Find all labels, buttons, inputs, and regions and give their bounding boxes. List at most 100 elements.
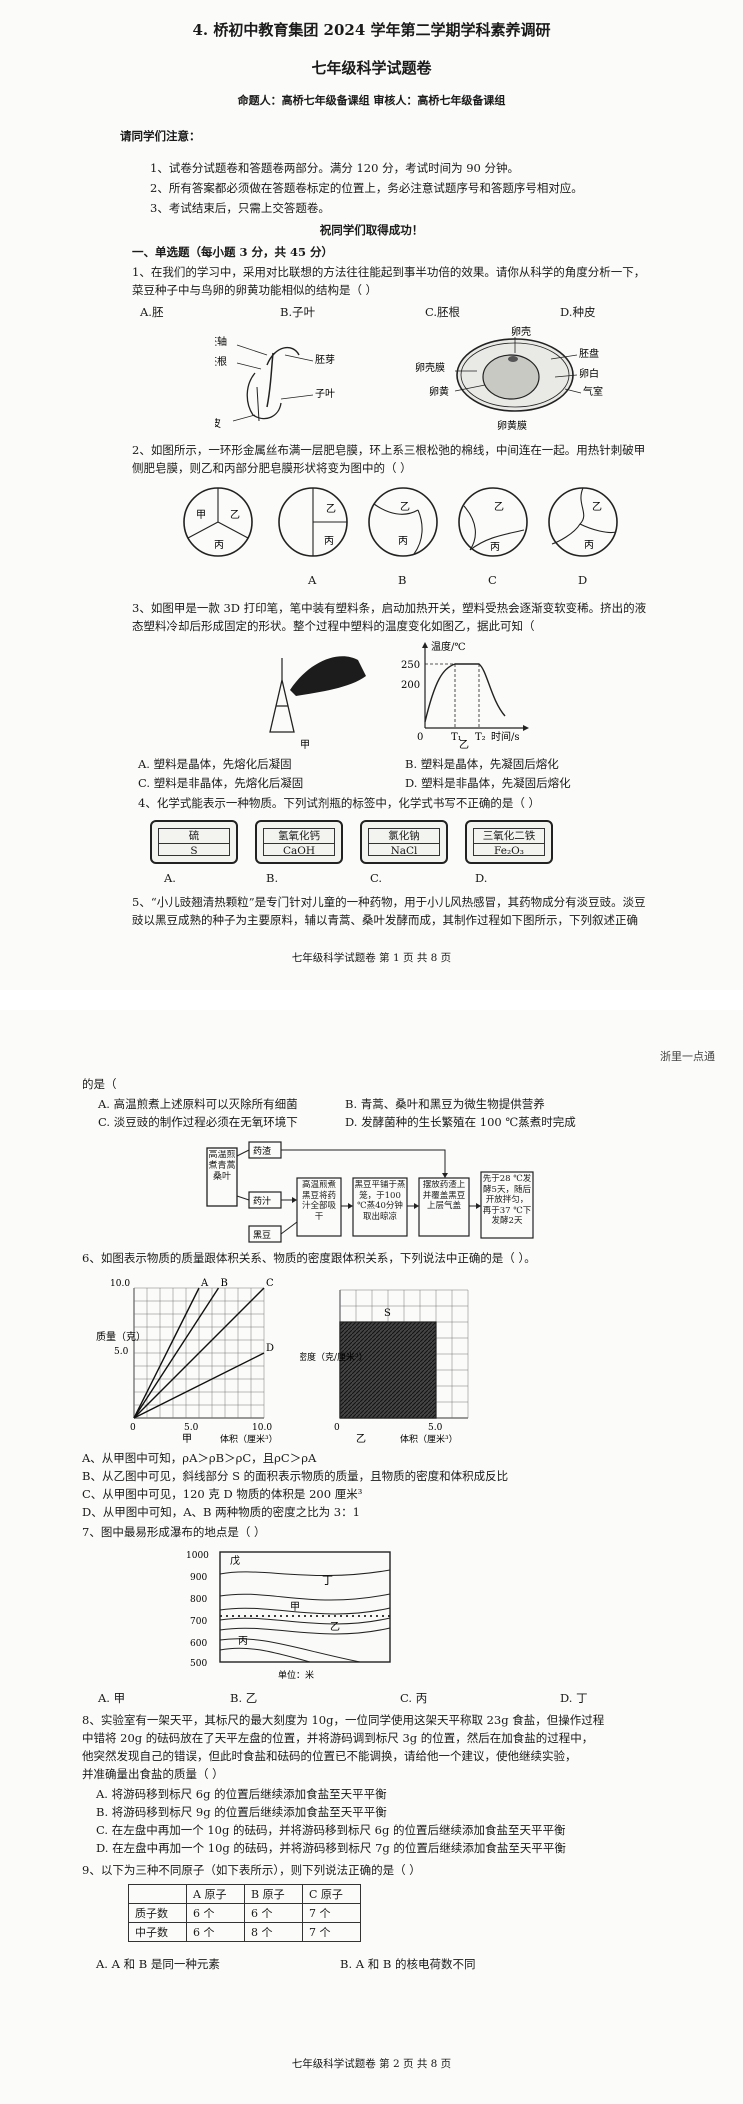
q5-stem: 5、“小儿豉翘清热颗粒”是专门针对儿童的一种药物，用于小儿风热感冒，其药物成分有… — [132, 895, 646, 909]
q4-option-c[interactable]: C. — [370, 871, 383, 885]
egg-label: 气室 — [583, 385, 603, 398]
q8-option-b[interactable]: B. 将游码移到标尺 9g 的位置后继续添加食盐至天平平衡 — [96, 1805, 387, 1819]
q1-option-c[interactable]: C.胚根 — [425, 305, 461, 319]
q2-option-b-figure[interactable]: 乙丙 — [368, 487, 438, 557]
q7-option-d[interactable]: D. 丁 — [560, 1691, 588, 1705]
svg-text:丙: 丙 — [584, 540, 594, 551]
flow-boil: 高温煎煮青蒿桑叶 — [208, 1150, 236, 1182]
q2-option-d[interactable]: D — [578, 573, 588, 587]
svg-text:丙: 丙 — [324, 536, 334, 547]
q8-stem: 并准确量出食盐的质量（ ） — [82, 1767, 224, 1781]
y-tick: 500 — [190, 1659, 207, 1669]
q3-option-b[interactable]: B. 塑料是晶体，先凝固后熔化 — [405, 757, 559, 771]
q1-option-b[interactable]: B.子叶 — [280, 305, 316, 319]
flow-step3: 摆放药渣上并覆盖黑豆上层气盖 — [422, 1180, 466, 1211]
q3-option-a[interactable]: A. 塑料是晶体，先熔化后凝固 — [138, 757, 292, 771]
section-title: 一、单选题（每小题 3 分，共 45 分） — [132, 245, 334, 259]
egg-label: 卵白 — [579, 367, 599, 380]
svg-text:丙: 丙 — [398, 536, 408, 547]
egg-label: 卵黄 — [429, 385, 449, 398]
q3-option-c[interactable]: C. 塑料是非晶体，先熔化后凝固 — [138, 776, 304, 790]
place-label: 丁 — [322, 1574, 333, 1587]
q6-option-d[interactable]: D、从甲图中可知，A、B 两种物质的密度之比为 3：1 — [82, 1505, 360, 1519]
chart-x-tick: 10.0 — [252, 1423, 272, 1433]
q2-stem: 2、如图所示，一环形金属丝布满一层肥皂膜，环上系三根松弛的棉线，中间连在一起。用… — [132, 443, 646, 457]
q9-option-b[interactable]: B. A 和 B 的核电荷数不同 — [340, 1957, 476, 1971]
q2-option-b[interactable]: B — [398, 573, 407, 587]
q2-option-c[interactable]: C — [488, 573, 497, 587]
graph-x-tick: T₂ — [475, 732, 486, 743]
svg-text:乙: 乙 — [592, 501, 602, 513]
graph-x-tick: 0 — [417, 732, 423, 743]
seed-label: 种皮 — [215, 417, 221, 430]
q2-option-d-figure[interactable]: 乙丙 — [548, 487, 618, 557]
q1-stem: 菜豆种子中与鸟卵的卵黄功能相似的结构是（ ） — [132, 283, 378, 297]
place-label: 丙 — [238, 1636, 248, 1647]
q2-option-a-figure[interactable]: 乙丙 — [278, 487, 348, 557]
q8-option-d[interactable]: D. 在左盘中再加一个 10g 的砝码，并将游码移到标尺 7g 的位置后继续添加… — [96, 1841, 566, 1855]
q7-option-a[interactable]: A. 甲 — [98, 1691, 126, 1705]
q8-option-c[interactable]: C. 在左盘中再加一个 10g 的砝码，并将游码移到标尺 6g 的位置后继续添加… — [96, 1823, 566, 1837]
q8-stem: 中错将 20g 的砝码放在了天平左盘的位置，并将游码调到标尺 3g 的位置，然后… — [82, 1731, 594, 1745]
map-caption: 单位：米 — [278, 1669, 314, 1681]
notice-item: 3、考试结束后，只需上交答题卷。 — [150, 201, 330, 215]
y-tick: 600 — [190, 1639, 207, 1649]
exam-title: 七年级科学试题卷 — [311, 59, 432, 77]
flow-step1: 高温煎煮黑豆将药汁全部吸干 — [301, 1180, 336, 1222]
reagent-formula: Fe₂O₃ — [494, 845, 524, 857]
q2-option-c-figure[interactable]: 乙丙 — [458, 487, 528, 557]
flow-blackbean: 黑豆 — [253, 1230, 271, 1241]
q2-option-a[interactable]: A — [308, 573, 317, 587]
q6-option-a[interactable]: A、从甲图中可知，ρA＞ρB＞ρC，且ρC＞ρA — [82, 1451, 317, 1465]
chart-caption: 乙 — [356, 1433, 366, 1445]
svg-text:乙: 乙 — [400, 501, 410, 513]
table-cell: 7 个 — [302, 1922, 361, 1942]
chart-x-tick: 5.0 — [184, 1423, 199, 1433]
q5-option-b[interactable]: B. 青蒿、桑叶和黑豆为微生物提供营养 — [345, 1097, 545, 1111]
reagent-name: 氢氧化钙 — [264, 829, 334, 844]
reagent-name: 三氧化二铁 — [474, 829, 544, 844]
series-line-B — [133, 1287, 220, 1419]
chart-x-tick: 0 — [334, 1423, 340, 1433]
q4-option-a[interactable]: A. — [164, 871, 176, 885]
reagent-formula: CaOH — [282, 845, 316, 857]
q8-option-a[interactable]: A. 将游码移到标尺 6g 的位置后继续添加食盐至天平平衡 — [96, 1787, 387, 1801]
chart-y-title: 密度（克/厘米³） — [300, 1351, 368, 1363]
flow-residue: 药渣 — [253, 1145, 271, 1157]
q3-option-d[interactable]: D. 塑料是非晶体，先凝固后熔化 — [405, 776, 571, 790]
q4-option-b[interactable]: B. — [266, 871, 279, 885]
chart-x-tick: 5.0 — [428, 1423, 443, 1433]
q5-option-a[interactable]: A. 高温煎煮上述原料可以灭除所有细菌 — [98, 1097, 298, 1111]
seed-label: 胚轴 — [215, 335, 227, 348]
q7-option-b[interactable]: B. 乙 — [230, 1691, 258, 1705]
svg-text:乙: 乙 — [326, 503, 336, 515]
table-cell: 8 个 — [244, 1922, 303, 1942]
series-line-C — [133, 1287, 265, 1419]
q6-option-b[interactable]: B、从乙图中可见，斜线部分 S 的面积表示物质的质量，且物质的密度和体积成反比 — [82, 1469, 509, 1483]
q5-option-d[interactable]: D. 发酵菌种的生长繁殖在 100 ℃蒸煮时完成 — [345, 1115, 576, 1129]
wish-line: 祝同学们取得成功！ — [319, 223, 424, 237]
table-row: 质子数 6 个 6 个 7 个 — [128, 1903, 361, 1923]
table-cell: 6 个 — [186, 1903, 245, 1923]
table-cell: 中子数 — [128, 1922, 187, 1942]
page-gap — [0, 990, 743, 1010]
q5-option-c[interactable]: C. 淡豆豉的制作过程必须在无氧环境下 — [98, 1115, 298, 1129]
q9-option-a[interactable]: A. A 和 B 是同一种元素 — [96, 1957, 220, 1971]
q6-stem: 6、如图表示物质的质量跟体积关系、物质的密度跟体积关系，下列说法中正确的是（ ）… — [82, 1251, 536, 1265]
q1-option-a[interactable]: A.胚 — [140, 305, 164, 319]
exam-page-2: 浙里一点通 的是（ A. 高温煎煮上述原料可以灭除所有细菌 B. 青蒿、桑叶和黑… — [0, 1010, 743, 2104]
q6-option-c[interactable]: C、从甲图中可见，120 克 D 物质的体积是 200 厘米³ — [82, 1487, 363, 1501]
region-label: 丙 — [214, 540, 224, 551]
q1-option-d[interactable]: D.种皮 — [560, 305, 596, 319]
q7-option-c[interactable]: C. 丙 — [400, 1691, 428, 1705]
q1-stem: 1、在我们的学习中，采用对比联想的方法往往能起到事半功倍的效果。请你从科学的角度… — [132, 265, 646, 279]
table-cell: 6 个 — [186, 1922, 245, 1942]
q5-stem-cont: 的是（ — [82, 1077, 117, 1091]
series-label-D: D — [266, 1343, 274, 1354]
q4-option-d[interactable]: D. — [475, 871, 488, 885]
